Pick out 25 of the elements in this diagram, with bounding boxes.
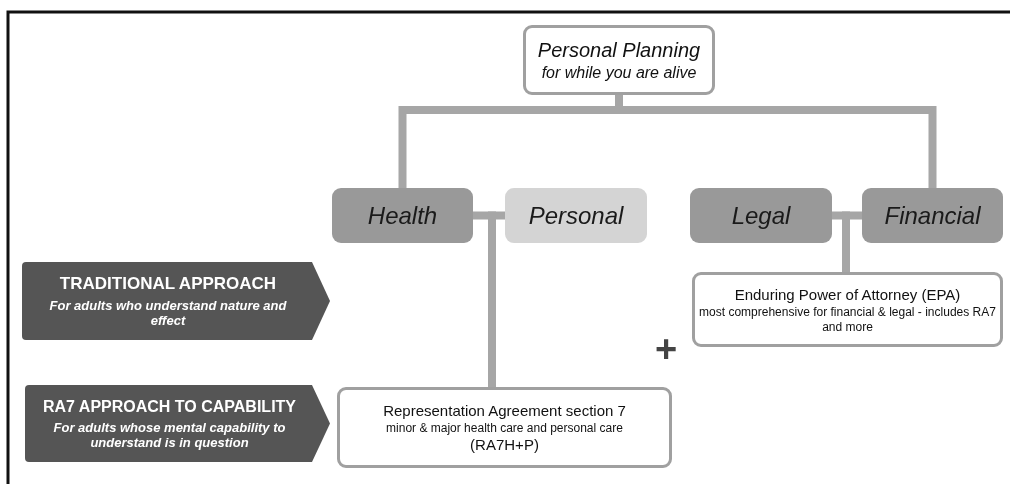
connector-line bbox=[488, 211, 505, 387]
body-text: For adults who understand nature and effect bbox=[48, 297, 288, 329]
body-text: most comprehensive for financial & legal - includes RA7 and more bbox=[699, 305, 996, 334]
heading-text: Personal Planning bbox=[537, 38, 701, 63]
category-box bbox=[505, 188, 647, 243]
heading-text: Personal bbox=[528, 201, 624, 231]
category-box bbox=[862, 188, 1003, 243]
text-box bbox=[523, 25, 715, 95]
heading-text: TRADITIONAL APPROACH bbox=[59, 274, 277, 295]
body-text: for while you are alive bbox=[541, 63, 697, 83]
heading-text: Enduring Power of Attorney (EPA) bbox=[734, 286, 961, 305]
heading-text: Health bbox=[367, 201, 438, 231]
body-text: minor & major health care and personal care bbox=[386, 420, 623, 436]
heading-text: Representation Agreement section 7 bbox=[383, 401, 626, 420]
category-box bbox=[332, 188, 473, 243]
body-text: For adults whose mental capability to understand is in question bbox=[52, 419, 287, 451]
plus-sign: + bbox=[655, 330, 678, 368]
category-box bbox=[690, 188, 832, 243]
text-box bbox=[692, 272, 1003, 347]
heading-text: RA7 APPROACH TO CAPABILITY bbox=[42, 397, 297, 417]
heading-text: Financial bbox=[884, 201, 981, 231]
body-text: (RA7H+P) bbox=[470, 436, 539, 455]
heading-text: Legal bbox=[731, 201, 791, 231]
text-box bbox=[337, 387, 672, 468]
connector-line bbox=[842, 211, 862, 272]
